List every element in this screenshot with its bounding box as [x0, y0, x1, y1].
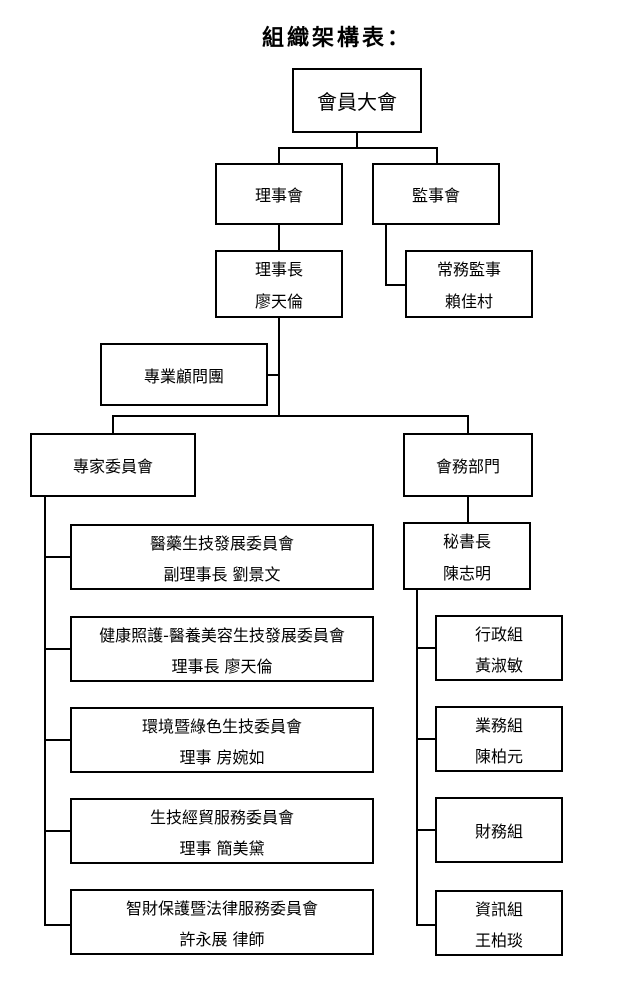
- committee-leader: 理事 簡美黛: [179, 838, 265, 858]
- secretary-general-role: 秘書長: [442, 532, 491, 551]
- committee-leader: 理事長 廖天倫: [171, 656, 273, 676]
- committee-leader: 理事 房婉如: [179, 747, 265, 767]
- section-name: 行政組: [474, 624, 523, 644]
- committee-box: 環境暨綠色生技委員會 理事 房婉如: [70, 707, 374, 773]
- section-box: 財務組: [435, 797, 563, 863]
- advisory-group-box: 專業顧問團: [100, 343, 268, 406]
- general-assembly-box: 會員大會: [292, 68, 422, 133]
- section-leader: 黃淑敏: [474, 655, 523, 675]
- committee-name: 醫藥生技發展委員會: [149, 533, 294, 553]
- committee-name: 環境暨綠色生技委員會: [141, 716, 302, 736]
- chairman-role: 理事長: [254, 260, 303, 279]
- committee-name: 智財保護暨法律服務委員會: [125, 898, 318, 918]
- section-name: 資訊組: [474, 899, 523, 919]
- section-box: 業務組 陳柏元: [435, 706, 563, 772]
- chart-title: 組織架構表：: [262, 25, 413, 51]
- committee-leader: 副理事長 劉景文: [163, 564, 281, 584]
- standing-supervisor-role: 常務監事: [436, 260, 501, 279]
- expert-committees-box: 專家委員會: [30, 433, 196, 497]
- secretary-general-box: 秘書長 陳志明: [403, 522, 531, 590]
- committee-leader: 許永展 律師: [179, 929, 265, 949]
- board-of-directors-box: 理事會: [215, 163, 343, 225]
- section-box: 行政組 黃淑敏: [435, 615, 563, 681]
- board-of-supervisors-label: 監事會: [411, 186, 460, 205]
- board-of-directors-label: 理事會: [254, 186, 303, 205]
- committee-box: 健康照護-醫養美容生技發展委員會 理事長 廖天倫: [70, 616, 374, 682]
- committee-box: 生技經貿服務委員會 理事 簡美黛: [70, 798, 374, 864]
- committee-name: 生技經貿服務委員會: [149, 807, 294, 827]
- affairs-department-box: 會務部門: [403, 433, 533, 497]
- committee-box: 智財保護暨法律服務委員會 許永展 律師: [70, 889, 374, 955]
- committee-box: 醫藥生技發展委員會 副理事長 劉景文: [70, 524, 374, 590]
- section-leader: 王柏琰: [474, 930, 523, 950]
- section-box: 資訊組 王柏琰: [435, 890, 563, 956]
- standing-supervisor-name: 賴佳村: [444, 292, 493, 311]
- affairs-department-label: 會務部門: [435, 457, 500, 476]
- section-leader: 陳柏元: [474, 746, 523, 766]
- expert-committees-label: 專家委員會: [72, 457, 153, 476]
- chairman-box: 理事長 廖天倫: [215, 250, 343, 318]
- standing-supervisor-box: 常務監事 賴佳村: [405, 250, 533, 318]
- board-of-supervisors-box: 監事會: [372, 163, 500, 225]
- secretary-general-name: 陳志明: [442, 564, 491, 583]
- general-assembly-label: 會員大會: [317, 90, 397, 114]
- section-name: 業務組: [474, 715, 523, 735]
- committee-name: 健康照護-醫養美容生技發展委員會: [99, 625, 345, 645]
- advisory-group-label: 專業顧問團: [143, 366, 224, 386]
- chairman-name: 廖天倫: [254, 292, 303, 311]
- section-name: 財務組: [474, 822, 523, 841]
